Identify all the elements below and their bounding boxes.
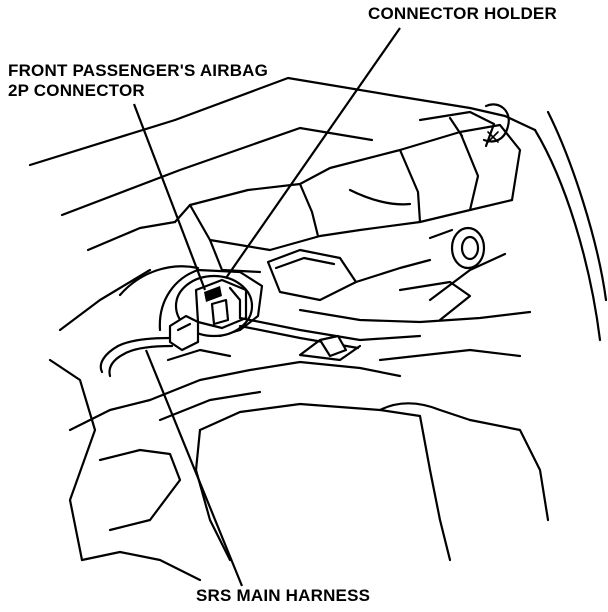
connector-holder-label: CONNECTOR HOLDER <box>368 4 557 23</box>
dash-panel-outline <box>28 76 608 562</box>
passenger-airbag-connector-label: FRONT PASSENGER'S AIRBAG 2P CONNECTOR <box>8 61 268 101</box>
lower-dash <box>80 360 550 582</box>
passenger-label-line2: 2P CONNECTOR <box>8 81 145 100</box>
glove-box-housing <box>173 103 522 274</box>
connector-assembly <box>118 265 264 362</box>
passenger-label-line1: FRONT PASSENGER'S AIRBAG <box>8 61 269 80</box>
leader-passenger-connector <box>132 103 207 291</box>
mounting-boss <box>428 226 507 302</box>
cross-member <box>266 248 532 362</box>
srs-main-harness-label: SRS MAIN HARNESS <box>196 586 371 605</box>
leader-lines <box>132 27 401 587</box>
leader-srs-harness <box>144 349 244 587</box>
srs-main-harness-wire <box>99 316 422 378</box>
leader-connector-holder <box>225 27 401 279</box>
